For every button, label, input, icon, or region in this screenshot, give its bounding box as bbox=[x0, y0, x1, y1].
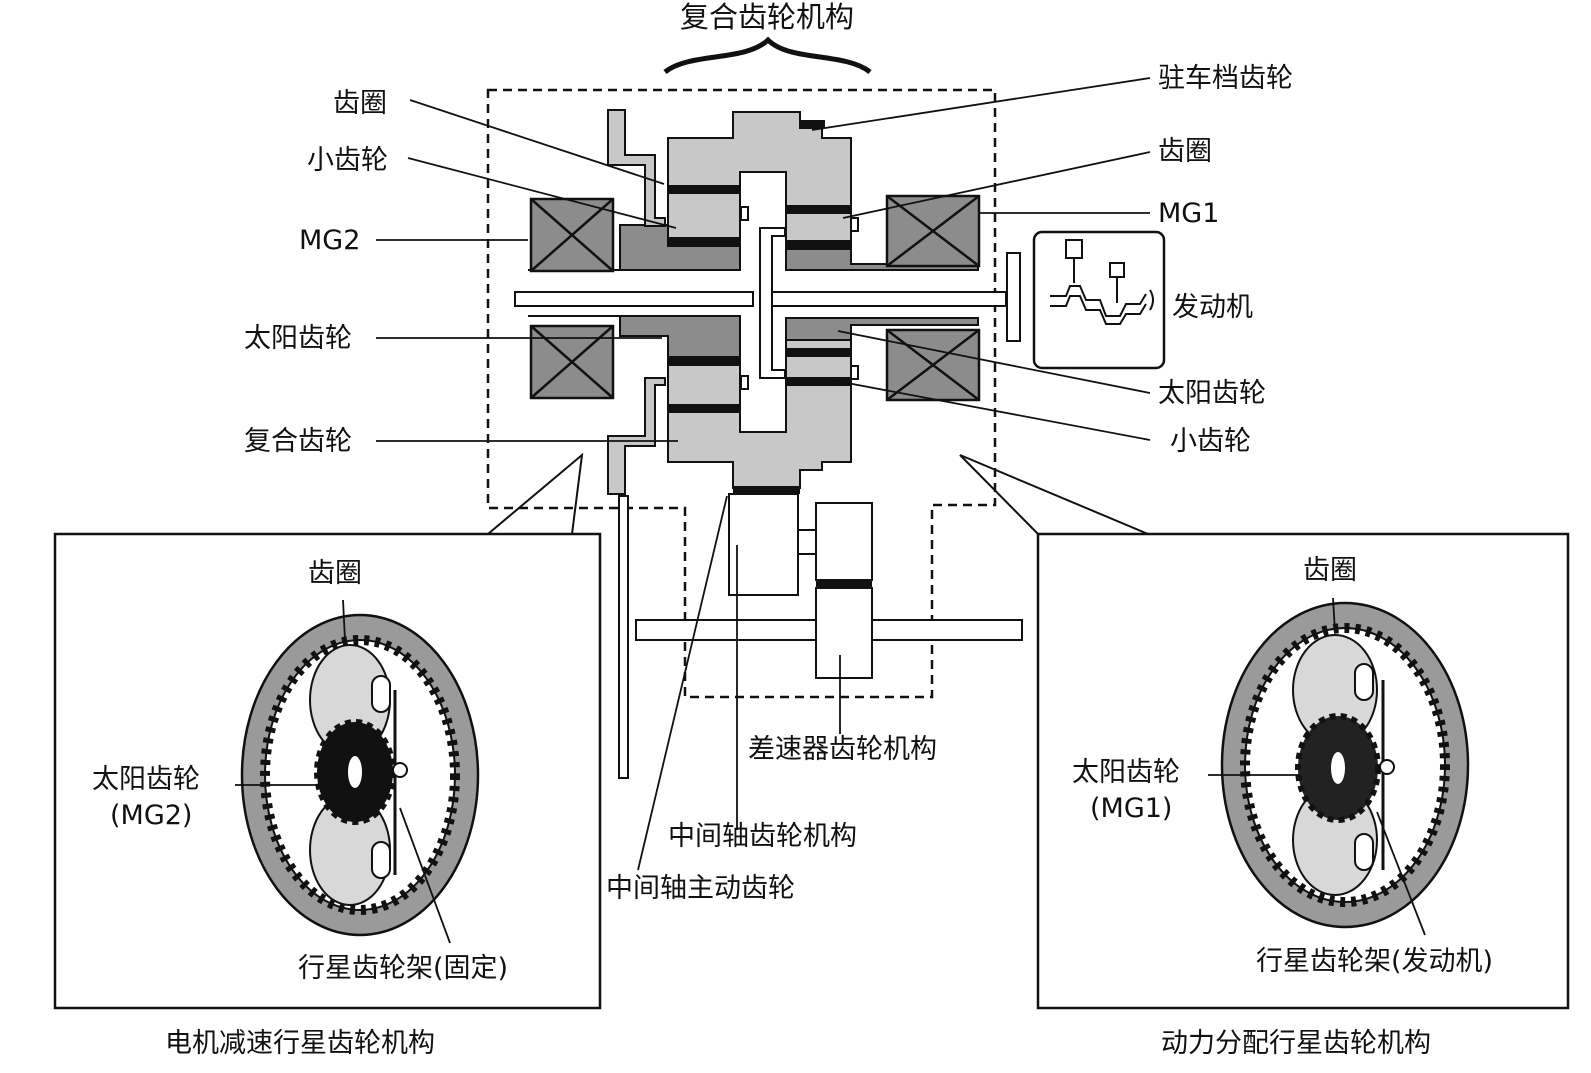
label-pinion-right: 小齿轮 bbox=[1170, 426, 1251, 457]
right-inset-sun-gear-sub: (MG1) bbox=[1090, 793, 1173, 824]
mg1-sun-gear-lower bbox=[785, 317, 979, 341]
label-sun-gear-right: 太阳齿轮 bbox=[1158, 378, 1266, 409]
title-brace bbox=[663, 36, 872, 75]
label-engine: 发动机 bbox=[1172, 292, 1253, 323]
right-callout-pointer bbox=[959, 454, 1149, 535]
ring-gear-band bbox=[786, 348, 851, 357]
differential-lower bbox=[815, 587, 873, 679]
label-ring-gear-right: 齿圈 bbox=[1158, 136, 1212, 167]
ring-gear-band bbox=[786, 205, 851, 214]
left-inset-ring-gear: 齿圈 bbox=[308, 558, 362, 589]
label-mg2: MG2 bbox=[299, 225, 361, 256]
differential-upper bbox=[815, 502, 873, 581]
mg2-carrier-upper bbox=[607, 109, 666, 227]
mg2-carrier-lower bbox=[607, 377, 666, 495]
title-compound-gear-unit: 复合齿轮机构 bbox=[679, 0, 855, 34]
pin bbox=[740, 206, 749, 221]
label-differential: 差速器齿轮机构 bbox=[748, 734, 937, 765]
differential-band bbox=[816, 580, 872, 588]
leader-lines bbox=[376, 77, 1151, 871]
engine-shaft bbox=[765, 291, 1007, 307]
right-inset-carrier: 行星齿轮架(发动机) bbox=[1256, 946, 1494, 977]
mg2-stator-upper bbox=[529, 197, 615, 273]
mg1-stator-lower bbox=[885, 328, 981, 402]
label-ring-gear-left: 齿圈 bbox=[333, 88, 387, 119]
ring-gear-band bbox=[668, 357, 740, 366]
ring-gear-band bbox=[668, 404, 740, 413]
ring-gear-band bbox=[668, 237, 740, 246]
compound-gear-lower bbox=[667, 329, 852, 489]
pin bbox=[850, 365, 859, 380]
right-inset-sun-gear: 太阳齿轮 bbox=[1072, 757, 1180, 788]
pin bbox=[740, 375, 749, 390]
counter-shaft-vertical bbox=[618, 495, 629, 779]
right-inset-caption: 动力分配行星齿轮机构 bbox=[1161, 1028, 1431, 1059]
mg1-planetary-gear bbox=[1208, 597, 1470, 936]
label-pinion-left: 小齿轮 bbox=[307, 145, 388, 176]
label-counter-drive-gear: 中间轴主动齿轮 bbox=[606, 873, 795, 904]
pin bbox=[850, 217, 859, 232]
compound-gear-boundary bbox=[486, 88, 997, 699]
left-callout-pointer bbox=[487, 452, 584, 535]
left-inset-caption: 电机减速行星齿轮机构 bbox=[165, 1028, 435, 1059]
mg2-sun-gear-upper bbox=[528, 224, 741, 271]
label-sun-gear-left: 太阳齿轮 bbox=[244, 323, 352, 354]
engine-icon bbox=[1050, 239, 1154, 325]
flywheel bbox=[1006, 252, 1021, 342]
mg2-stator-lower bbox=[529, 324, 615, 400]
left-inset-sun-gear: 太阳齿轮 bbox=[92, 764, 200, 795]
mg2-sun-gear-lower bbox=[528, 315, 741, 358]
input-shaft bbox=[514, 291, 754, 307]
label-counter-gear-unit: 中间轴齿轮机构 bbox=[668, 821, 857, 852]
counter-driven-gear bbox=[728, 493, 799, 596]
ring-gear-band bbox=[786, 240, 851, 249]
ring-gear-band bbox=[668, 185, 740, 194]
parking-gear-teeth bbox=[800, 120, 825, 128]
ring-gear-band bbox=[786, 377, 851, 386]
left-inset-carrier: 行星齿轮架(固定) bbox=[298, 953, 509, 984]
left-inset-sun-gear-sub: (MG2) bbox=[110, 800, 193, 831]
counter-drive-teeth bbox=[733, 486, 800, 494]
label-mg1: MG1 bbox=[1158, 198, 1220, 229]
counter-link bbox=[797, 529, 817, 555]
mg1-stator-upper bbox=[885, 194, 981, 268]
label-compound-gear: 复合齿轮 bbox=[244, 426, 352, 457]
mg2-planetary-gear bbox=[235, 599, 480, 944]
right-inset-ring-gear: 齿圈 bbox=[1303, 555, 1357, 586]
label-parking-gear: 驻车档齿轮 bbox=[1158, 63, 1293, 94]
